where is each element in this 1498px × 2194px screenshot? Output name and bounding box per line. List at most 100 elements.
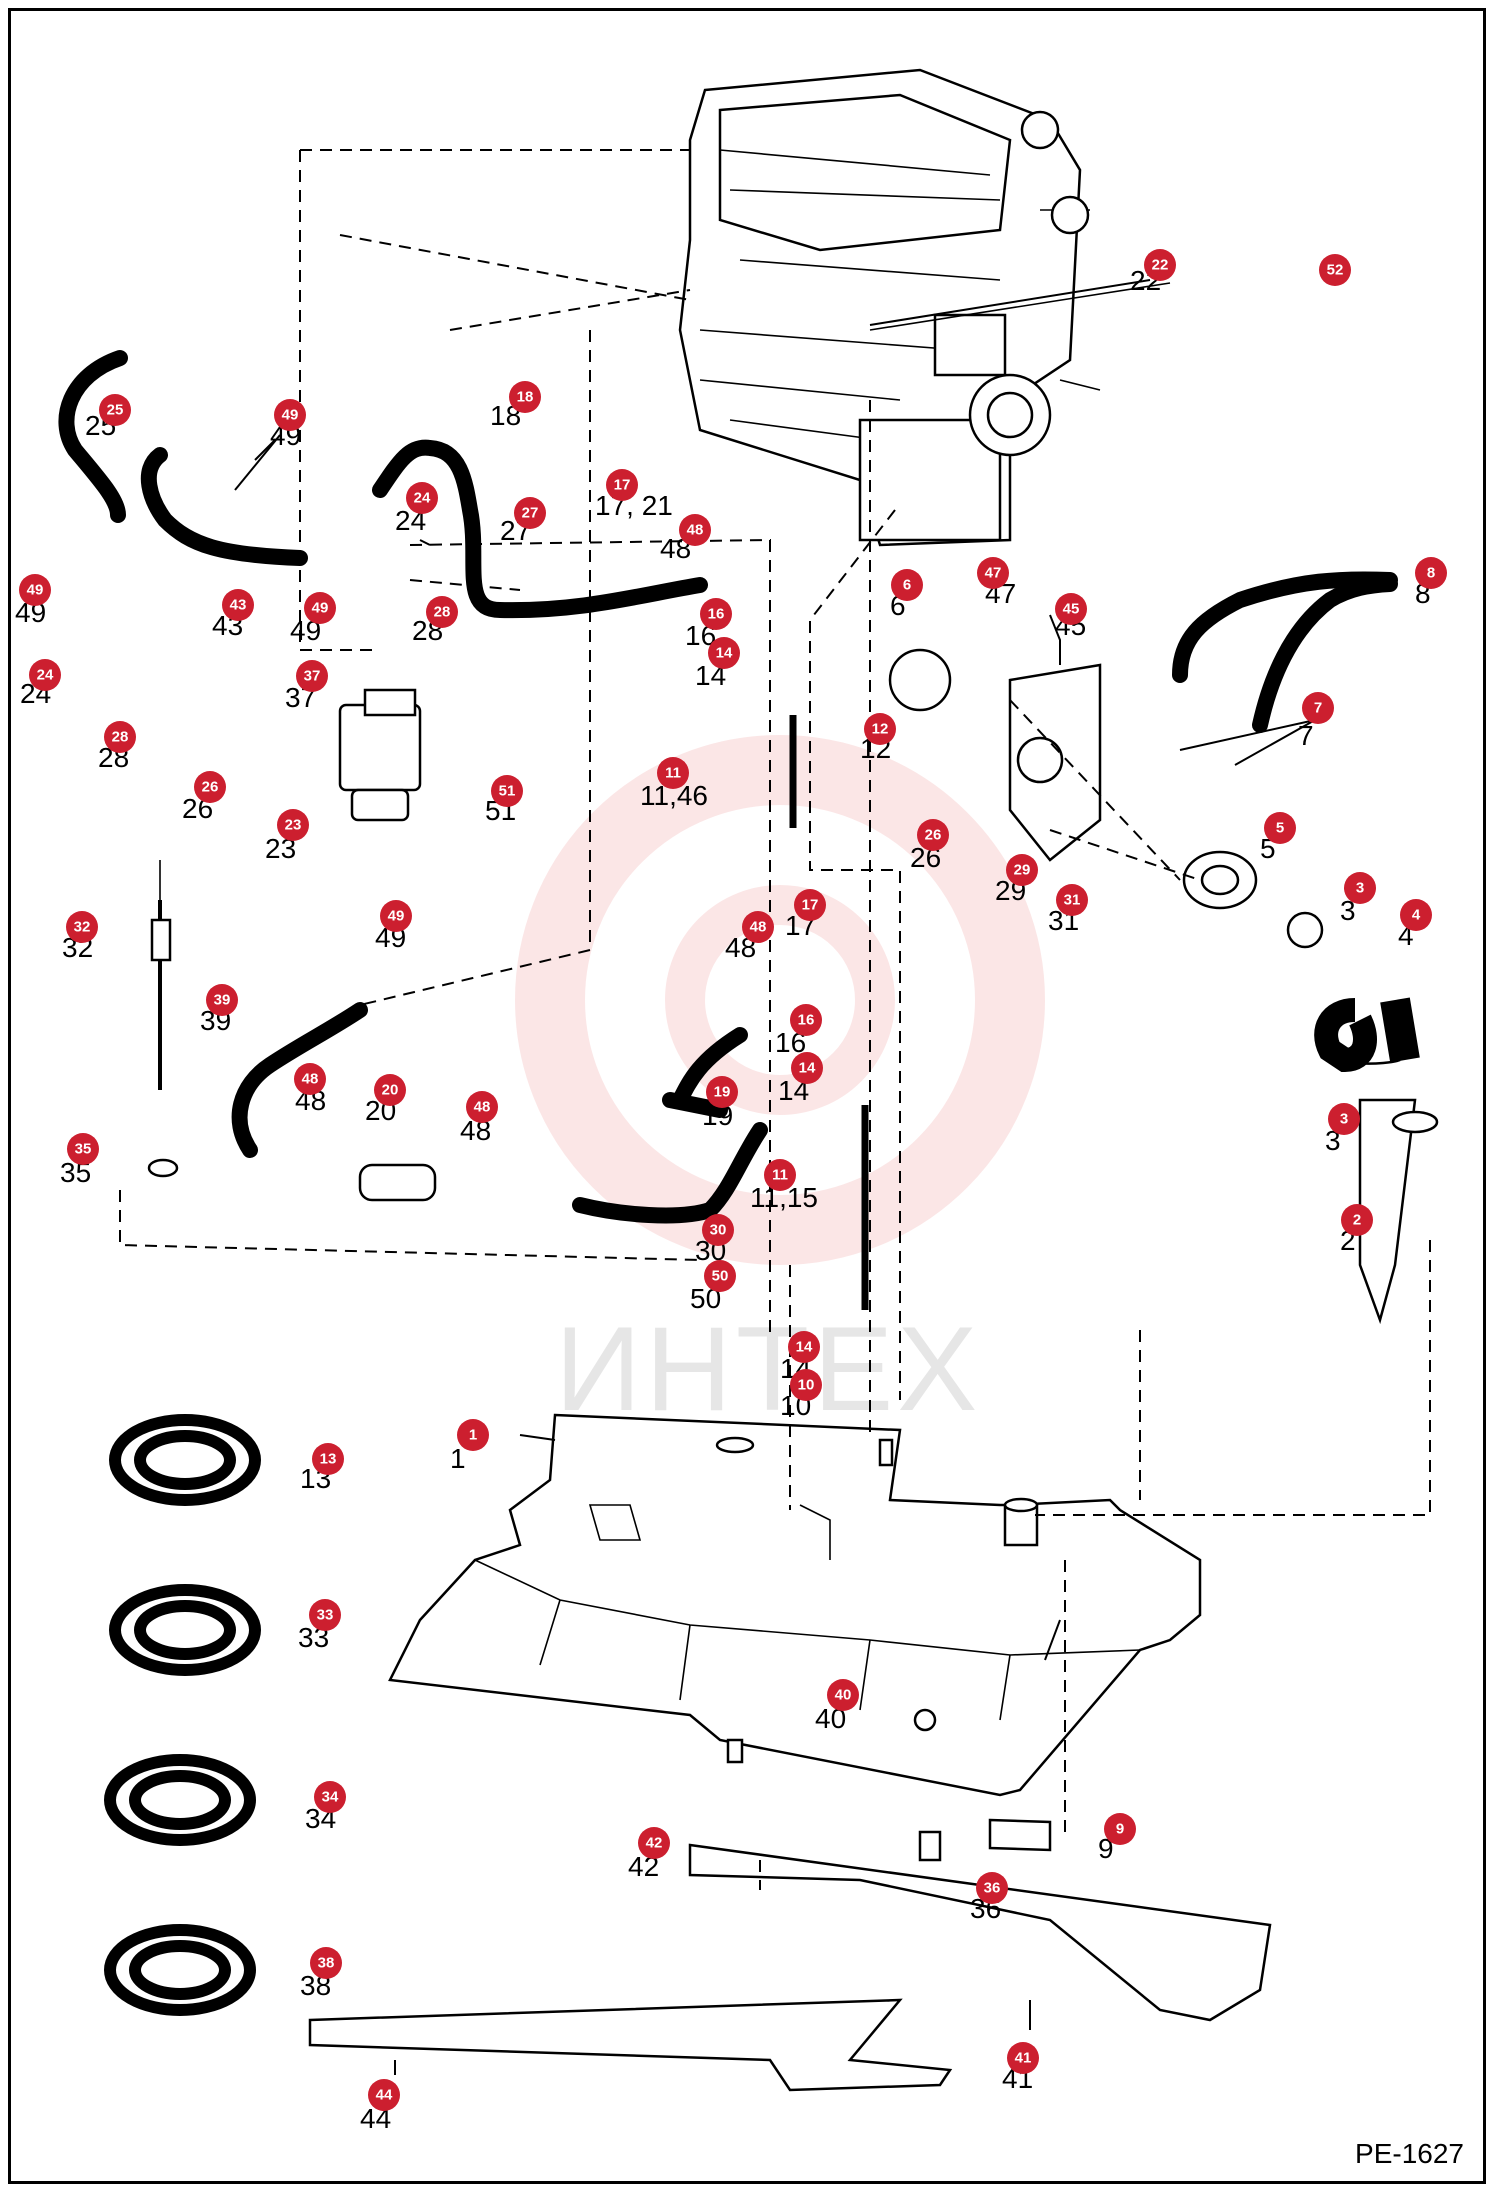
callout-badge-24b [29,659,61,691]
callout-badge-number-52: 52 [1327,262,1344,279]
callout-badge-45 [1055,593,1087,625]
callout-badge-number-49d: 49 [388,908,405,925]
callout-badge-number-49b: 49 [27,582,44,599]
callout-badge-13 [312,1443,344,1475]
callout-badge-39 [206,984,238,1016]
watermark-gear [515,735,1045,1265]
callout-badge-number-40: 40 [835,1687,852,1704]
callout-badge-22 [1144,249,1176,281]
callout-badge-number-18: 18 [517,389,534,406]
callout-badge-29 [1006,854,1038,886]
callout-badge-36 [976,1872,1008,1904]
callout-badge-number-45: 45 [1063,601,1080,618]
callout-badge-number-25: 25 [107,402,124,419]
callout-badge-27 [514,497,546,529]
callout-badge-number-7: 7 [1314,700,1322,717]
callout-badge-14b [791,1052,823,1084]
callout-badge-34 [314,1781,346,1813]
drawing-frame [8,8,1486,2184]
callout-badge-number-1: 1 [469,1427,477,1444]
callout-badge-1 [457,1419,489,1451]
callout-badge-number-39: 39 [214,992,231,1009]
callout-badge-number-16a: 16 [708,606,725,623]
callout-badge-number-11_46: 11 [665,765,681,782]
callout-badge-43 [222,589,254,621]
callout-badge-26b [917,819,949,851]
callout-badge-number-48d: 48 [474,1099,491,1116]
callout-badge-number-27: 27 [522,505,539,522]
callout-badge-2 [1341,1204,1373,1236]
callout-badge-51 [491,775,523,807]
callout-badge-31 [1056,884,1088,916]
callout-badge-25 [99,394,131,426]
callout-badge-number-26b: 26 [925,827,942,844]
callout-badge-number-9: 9 [1116,1821,1124,1838]
callout-badge-number-3b: 3 [1340,1111,1348,1128]
callout-badge-11_46 [657,757,689,789]
callout-badge-28b [104,721,136,753]
callout-badge-number-38: 38 [318,1955,335,1972]
callout-badge-number-28b: 28 [112,729,129,746]
callout-badge-8 [1415,557,1447,589]
callout-badge-number-2: 2 [1353,1212,1361,1229]
callout-badge-number-19: 19 [714,1084,731,1101]
callout-badge-24a [406,482,438,514]
callout-badge-number-5: 5 [1276,820,1284,837]
callout-badge-16a [700,598,732,630]
callout-badge-26a [194,771,226,803]
callout-badge-number-33: 33 [317,1607,334,1624]
callout-badge-number-12: 12 [872,721,889,738]
callout-badge-37 [296,660,328,692]
callout-badge-16b [790,1004,822,1036]
figure-code: PE-1627 [1355,2138,1464,2169]
callout-badge-14a [708,637,740,669]
callout-badge-number-48b: 48 [750,919,767,936]
callout-badge-23 [277,809,309,841]
callout-4: 44 [1398,899,1432,951]
callout-badge-48a [679,514,711,546]
callout-badge-number-49a: 49 [282,407,299,424]
callout-badge-number-11_15: 11 [772,1167,788,1184]
fuel-tank [388,1413,1202,1797]
callout-1: 11 [450,1419,489,1474]
callout-7: 77 [1298,692,1334,751]
callout-badge-number-13: 13 [320,1451,337,1468]
callout-badge-38 [310,1947,342,1979]
callout-badge-number-34: 34 [322,1789,339,1806]
watermark: ИНТЕХ [555,1302,982,1436]
callout-badge-number-3a: 3 [1356,880,1364,897]
callout-badge-number-14a: 14 [716,645,733,662]
callout-52: 52 [1319,254,1351,286]
callout-badge-number-43: 43 [230,597,247,614]
callout-3b: 33 [1325,1103,1360,1156]
callout-badge-number-4: 4 [1412,907,1421,924]
callout-badge-14c [788,1331,820,1363]
callout-badge-17b [794,889,826,921]
callout-badge-5 [1264,812,1296,844]
callout-badge-40 [827,1679,859,1711]
